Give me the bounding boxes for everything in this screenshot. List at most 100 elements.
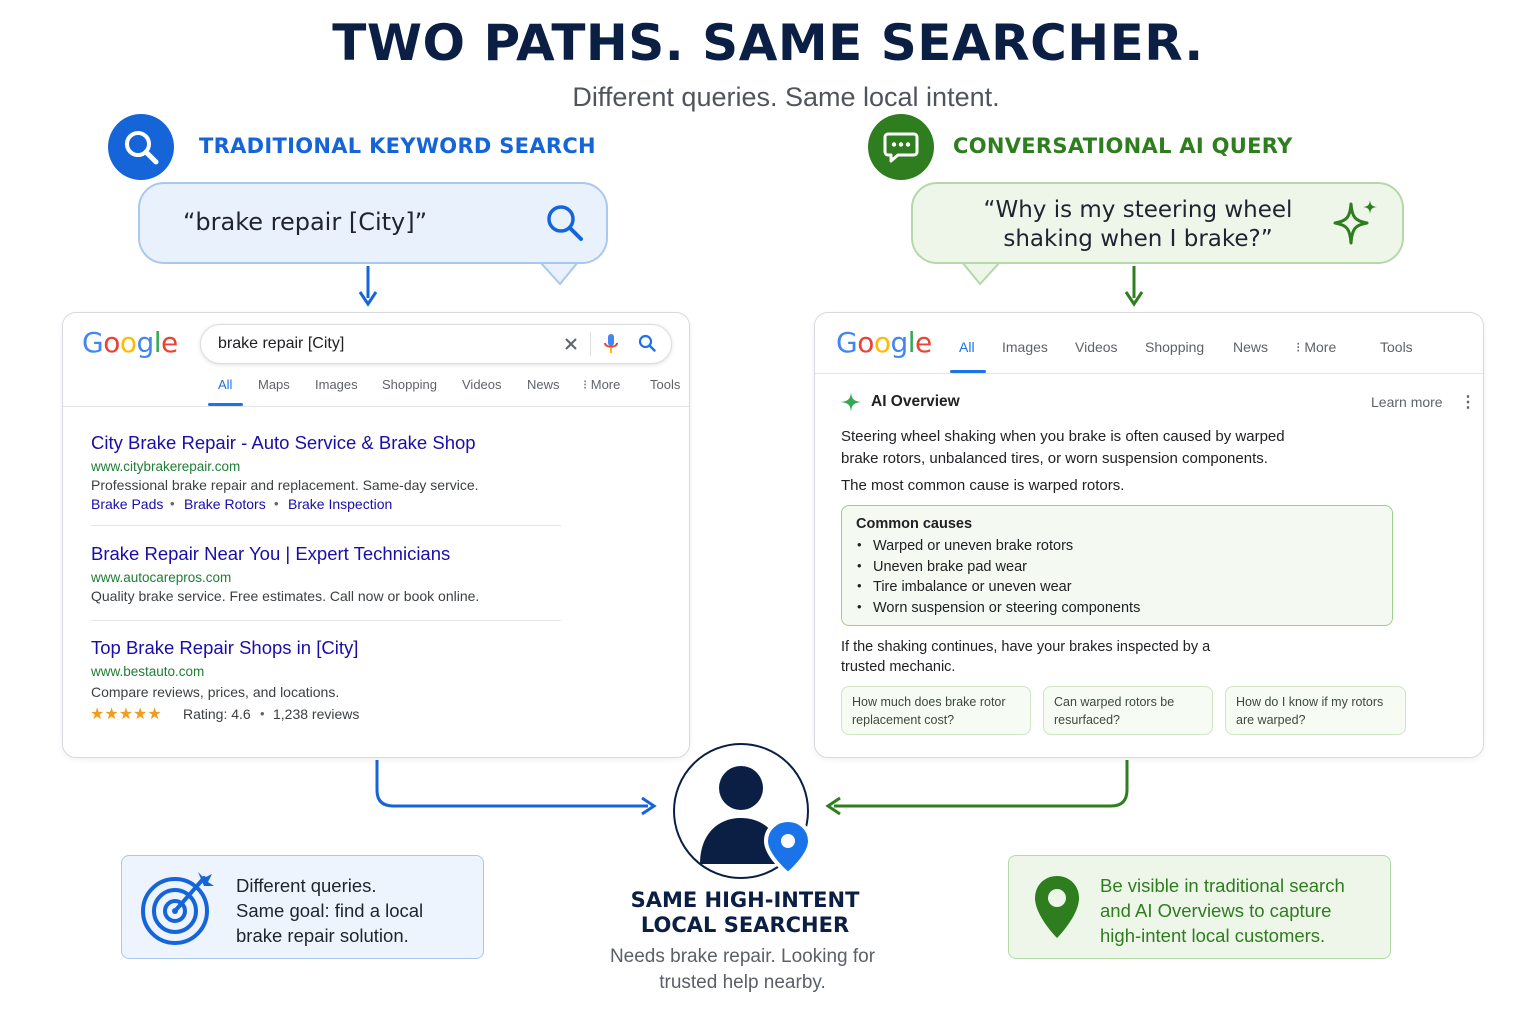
center-title-line-2: LOCAL SEARCHER — [640, 913, 850, 937]
sitelink-brake-pads[interactable]: Brake Pads — [91, 496, 164, 512]
common-causes-box — [841, 505, 1393, 626]
ai-advice-line-1: If the shaking continues, have your brak… — [841, 639, 1211, 655]
tab-videos[interactable]: Videos — [1075, 339, 1118, 355]
search-icon — [547, 205, 583, 241]
separator-dot: • — [260, 706, 265, 721]
microphone-icon[interactable] — [603, 333, 619, 355]
ai-overview-heading: AI Overview — [871, 393, 960, 410]
tab-more[interactable]: ⁝ More — [1296, 339, 1337, 355]
ai-common-cause: The most common cause is warped rotors. — [841, 477, 1125, 494]
result-description: Compare reviews, prices, and locations. — [91, 684, 340, 700]
result-title[interactable]: Brake Repair Near You | Expert Technicia… — [91, 543, 451, 564]
tab-maps[interactable]: Maps — [258, 377, 290, 392]
center-title-line-1: SAME HIGH-INTENT — [630, 888, 860, 912]
ai-summary-line-1: Steering wheel shaking when you brake is… — [841, 428, 1285, 445]
common-causes-title: Common causes — [856, 516, 973, 532]
serp-header-divider — [63, 406, 689, 407]
result-divider — [91, 525, 561, 526]
visibility-note-line-3: high-intent local customers. — [1100, 925, 1326, 946]
result-title[interactable]: Top Brake Repair Shops in [City] — [91, 637, 359, 658]
cause-bullet: • — [857, 578, 862, 593]
center-sub-line-2: trusted help nearby. — [659, 972, 826, 993]
tab-shopping[interactable]: Shopping — [1145, 339, 1205, 355]
clear-icon[interactable] — [563, 336, 579, 352]
google-logo: Google — [82, 326, 178, 359]
ai-summary-line-2: brake rotors, unbalanced tires, or worn … — [841, 450, 1268, 467]
google-logo: Google — [836, 326, 932, 359]
cause-bullet: • — [857, 599, 862, 614]
location-pin-icon — [1035, 876, 1079, 938]
person-icon-head — [719, 766, 763, 810]
review-count: 1,238 reviews — [273, 706, 360, 722]
star-rating-icon: ★★★★★ — [90, 704, 162, 723]
active-tab-indicator — [950, 370, 986, 373]
tab-shopping[interactable]: Shopping — [382, 377, 437, 392]
result-url[interactable]: www.bestauto.com — [91, 664, 205, 679]
cause-item: Warped or uneven brake rotors — [873, 538, 1074, 554]
result-divider — [91, 620, 561, 621]
tab-all[interactable]: All — [959, 339, 975, 355]
followup-question-chip[interactable]: Can warped rotors be resurfaced? — [1043, 686, 1213, 735]
ai-query-line-1: “Why is my steering wheel — [983, 197, 1293, 223]
searchbox-divider — [590, 332, 591, 356]
search-icon — [125, 131, 159, 165]
goal-note-line-3: brake repair solution. — [236, 925, 409, 946]
learn-more-link[interactable]: Learn more — [1371, 394, 1443, 410]
ai-query-bubble — [911, 182, 1404, 264]
search-icon-badge — [108, 114, 174, 180]
result-url[interactable]: www.autocarepros.com — [91, 570, 232, 585]
tab-videos[interactable]: Videos — [462, 377, 502, 392]
traditional-search-label: TRADITIONAL KEYWORD SEARCH — [199, 134, 596, 158]
search-input[interactable] — [200, 324, 672, 364]
serp-header-divider — [815, 373, 1483, 374]
tab-news[interactable]: News — [527, 377, 560, 392]
followup-question-chip[interactable]: How do I know if my rotors are warped? — [1225, 686, 1406, 735]
keyword-query-text: “brake repair [City]” — [182, 208, 428, 236]
separator-dot: • — [274, 496, 279, 511]
search-input-value: brake repair [City] — [218, 335, 345, 352]
tab-news[interactable]: News — [1233, 339, 1269, 355]
goal-note-line-2: Same goal: find a local — [236, 900, 424, 921]
person-icon-body — [700, 818, 782, 864]
separator-dot: • — [170, 496, 175, 511]
tab-images[interactable]: Images — [315, 377, 358, 392]
rating-value: Rating: 4.6 — [183, 706, 251, 722]
search-submit-icon[interactable] — [638, 334, 656, 352]
tab-all[interactable]: All — [218, 377, 233, 392]
tab-tools[interactable]: Tools — [1380, 339, 1413, 355]
tab-more[interactable]: ⁝ More — [583, 377, 621, 392]
traditional-serp-panel — [62, 312, 690, 758]
searcher-avatar — [673, 743, 813, 879]
goal-note-line-1: Different queries. — [236, 875, 377, 896]
cause-item: Worn suspension or steering components — [873, 600, 1141, 616]
keyword-query-bubble — [138, 182, 608, 264]
ai-query-line-2: shaking when I brake?” — [1003, 226, 1273, 252]
page-subtitle: Different queries. Same local intent. — [572, 82, 1000, 112]
cause-bullet: • — [857, 558, 862, 573]
conversational-query-label: CONVERSATIONAL AI QUERY — [953, 134, 1293, 158]
followup-question-chip[interactable]: How much does brake rotor replacement co… — [841, 686, 1031, 735]
chat-icon-badge — [868, 114, 934, 180]
result-url[interactable]: www.citybrakerepair.com — [91, 459, 241, 474]
page-title: TWO PATHS. SAME SEARCHER. — [332, 14, 1204, 72]
active-tab-indicator — [208, 403, 243, 406]
ai-sparkle-icon — [841, 392, 861, 412]
cause-item: Uneven brake pad wear — [873, 559, 1027, 575]
tab-tools[interactable]: Tools — [650, 377, 681, 392]
more-options-icon[interactable]: ⋮ — [1460, 394, 1476, 411]
result-description: Quality brake service. Free estimates. C… — [91, 588, 480, 604]
chat-icon — [883, 132, 919, 163]
center-sub-line-1: Needs brake repair. Looking for — [609, 946, 876, 967]
visibility-note-line-2: and AI Overviews to capture — [1100, 900, 1332, 921]
ai-advice-line-2: trusted mechanic. — [841, 659, 956, 675]
result-title[interactable]: City Brake Repair - Auto Service & Brake… — [91, 432, 476, 453]
target-icon — [141, 872, 214, 945]
location-pin-icon — [763, 817, 813, 877]
sparkle-icon — [1333, 200, 1377, 245]
tab-images[interactable]: Images — [1002, 339, 1048, 355]
sitelink-brake-inspection[interactable]: Brake Inspection — [288, 496, 393, 512]
sitelink-brake-rotors[interactable]: Brake Rotors — [184, 496, 266, 512]
result-description: Professional brake repair and replacemen… — [91, 477, 479, 493]
visibility-note-line-1: Be visible in traditional search — [1100, 875, 1345, 896]
